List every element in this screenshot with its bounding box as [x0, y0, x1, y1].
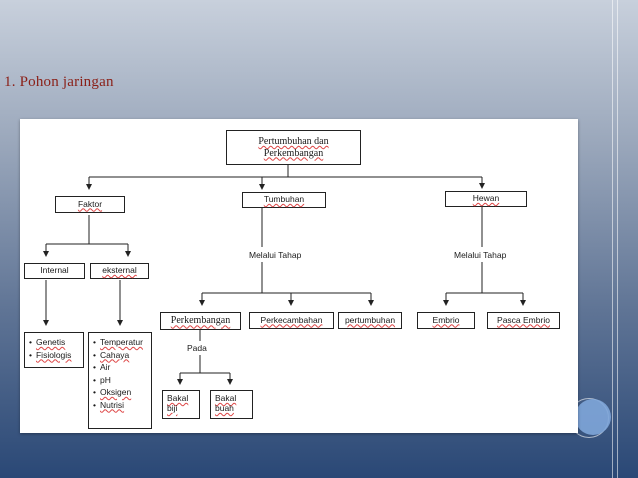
connector-lines [43, 165, 526, 385]
label-melalui-tahap-hewan: Melalui Tahap [454, 250, 507, 260]
node-bakal-buah: Bakal buah [210, 390, 253, 419]
list-item: pH [93, 374, 147, 387]
node-bakal-buah-line1: Bakal [215, 393, 237, 403]
node-pertumbuhan: pertumbuhan [338, 312, 402, 329]
node-embrio: Embrio [417, 312, 475, 329]
list-item: Oksigen [93, 386, 147, 399]
list-item: Air [93, 361, 147, 374]
node-eksternal: eksternal [90, 263, 149, 279]
node-bakal-biji-line2: biji [167, 402, 178, 413]
list-item: Cahaya [93, 349, 147, 362]
node-hewan: Hewan [445, 191, 527, 207]
slide-title: 1. Pohon jaringan [4, 74, 114, 90]
internal-factor-list: Genetis Fisiologis [24, 332, 84, 368]
tree-diagram: Pertumbuhan dan Perkembangan Faktor Tumb… [20, 119, 578, 433]
node-bakal-buah-line2: buah [215, 402, 234, 413]
list-item: Nutrisi [93, 399, 147, 412]
decorative-circle-filled [575, 399, 611, 435]
node-perkecambahan: Perkecambahan [249, 312, 334, 329]
node-pasca-embrio: Pasca Embrio [487, 312, 560, 329]
decorative-vertical-line [612, 0, 613, 478]
list-item: Genetis [29, 336, 79, 349]
label-melalui-tahap-tumbuhan: Melalui Tahap [249, 250, 302, 260]
root-node-line1: Pertumbuhan dan [258, 136, 329, 147]
node-bakal-biji: Bakal biji [162, 390, 200, 419]
node-faktor: Faktor [55, 196, 125, 213]
list-item: Temperatur [93, 336, 147, 349]
label-pada: Pada [187, 343, 207, 353]
node-internal: Internal [24, 263, 85, 279]
node-tumbuhan: Tumbuhan [242, 192, 326, 208]
node-perkembangan: Perkembangan [160, 312, 241, 330]
external-factor-list: Temperatur Cahaya Air pH Oksigen Nutrisi [88, 332, 152, 429]
list-item: Fisiologis [29, 349, 79, 362]
decorative-vertical-line [617, 0, 618, 478]
root-node: Pertumbuhan dan Perkembangan [226, 130, 361, 165]
node-bakal-biji-line1: Bakal [167, 393, 189, 403]
root-node-line2: Perkembangan [263, 147, 324, 159]
